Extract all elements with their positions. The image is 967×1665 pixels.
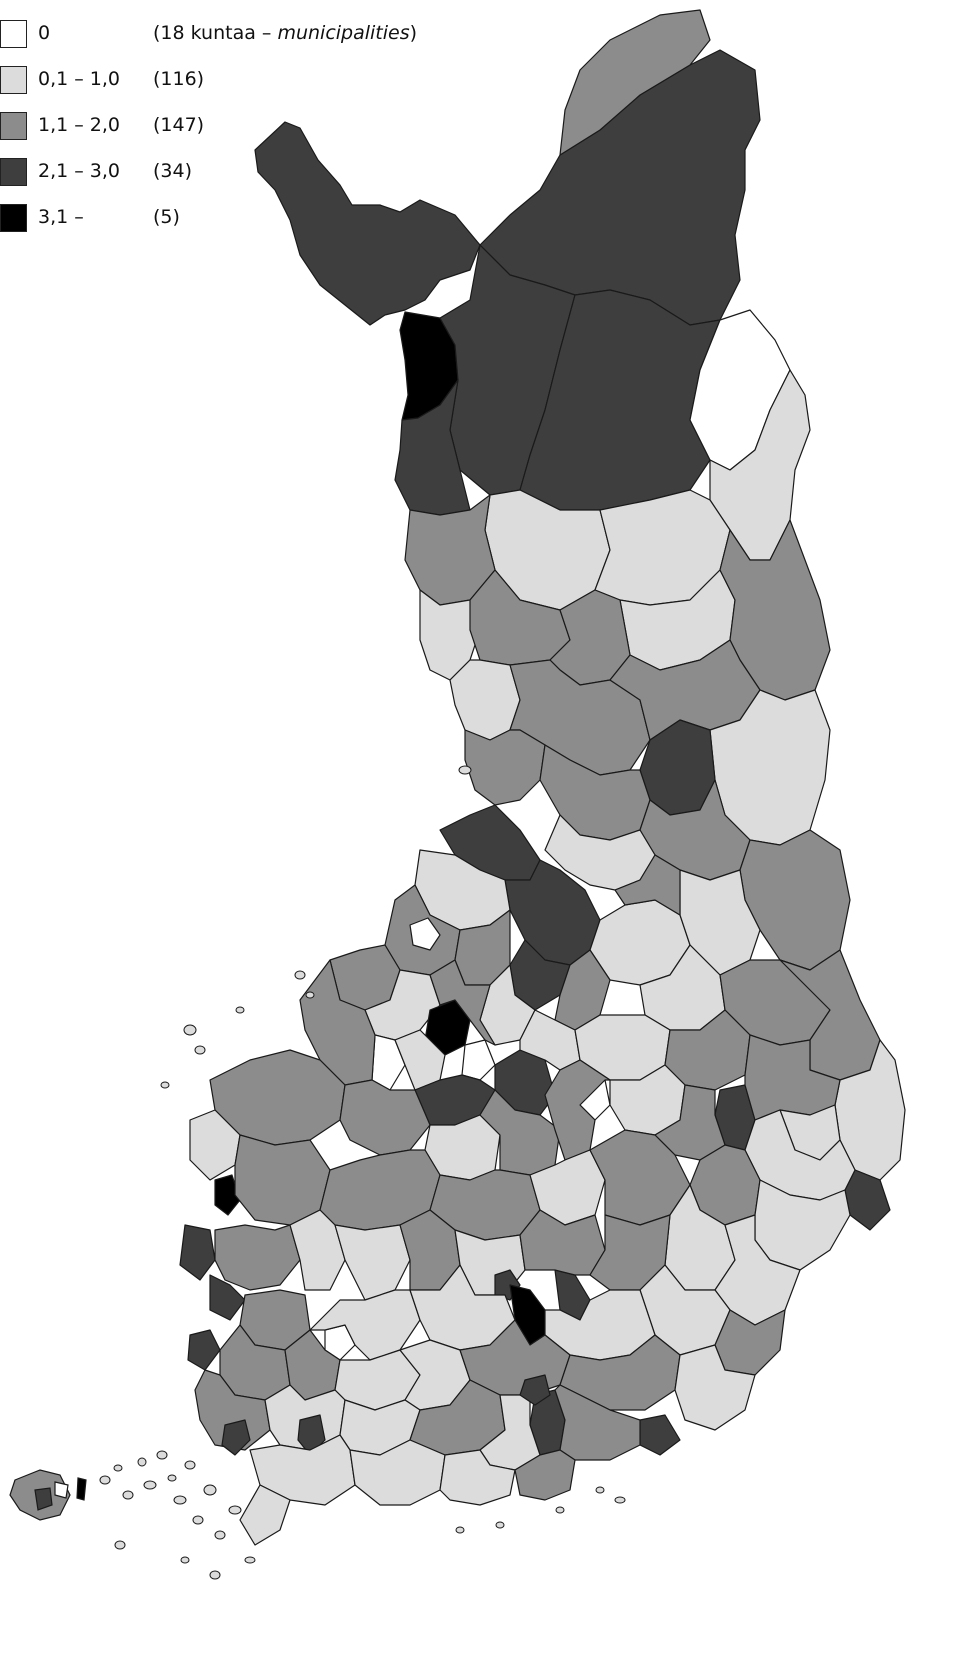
region-white-p — [461, 1039, 496, 1081]
region-medium-ca — [194, 1369, 271, 1451]
region-dark-bq — [187, 1329, 221, 1371]
islet — [167, 1474, 177, 1482]
aland-islands — [9, 1469, 87, 1521]
region-aland-white — [54, 1481, 69, 1499]
legend-count-2: (147) — [153, 114, 205, 136]
region-dark-cg — [221, 1419, 251, 1456]
legend-item-3: 2,1 – 3,0 (34) — [0, 158, 420, 188]
legend-swatch-3 — [0, 158, 27, 186]
region-medium-ai — [339, 1079, 431, 1156]
legend-item-4: 3,1 – (5) — [0, 204, 420, 234]
legend-range-3: 2,1 – 3,0 — [38, 160, 121, 182]
islet — [458, 765, 472, 775]
legend-count-3: (34) — [153, 160, 193, 182]
islet — [192, 1515, 204, 1525]
islet — [244, 1556, 256, 1564]
islet — [194, 1045, 206, 1055]
islet — [228, 1505, 242, 1515]
region-medium-ak — [479, 1089, 561, 1176]
region-black-ag — [214, 1174, 241, 1216]
region-medium-v — [299, 959, 376, 1086]
region-oulu-light — [449, 659, 521, 741]
region-dark-bz — [639, 1414, 681, 1456]
region-dark-ax — [179, 1224, 216, 1281]
region-utsjoki — [559, 9, 711, 156]
region-dark-ad — [844, 1169, 891, 1231]
region-white-g — [409, 917, 441, 951]
islet — [555, 1506, 565, 1514]
region-dark-ba — [209, 1274, 246, 1321]
region-light-cn — [239, 1484, 291, 1546]
region-light-bc — [334, 1224, 411, 1301]
islet — [495, 1521, 505, 1529]
region-light-bn — [309, 1289, 421, 1361]
islet — [614, 1496, 626, 1504]
region-dark-cm — [519, 1374, 551, 1406]
islet — [184, 1460, 196, 1470]
region-aland-dark — [34, 1487, 53, 1511]
region-enontekio — [254, 121, 481, 326]
legend-swatch-0 — [0, 20, 27, 48]
region-kittila — [394, 379, 471, 516]
islet — [180, 1556, 190, 1564]
islet — [595, 1486, 605, 1494]
legend-swatch-2 — [0, 112, 27, 140]
legend-count-1: (116) — [153, 68, 205, 90]
islet — [294, 970, 306, 980]
legend-count-4: (5) — [153, 206, 180, 228]
islet — [235, 1006, 245, 1014]
islet — [156, 1450, 168, 1460]
islet — [114, 1540, 126, 1550]
legend-item-1: 0,1 – 1,0 (116) — [0, 66, 420, 96]
region-raahe — [464, 729, 546, 806]
archipelago-islands — [99, 765, 626, 1580]
islet — [173, 1495, 187, 1505]
legend-range-1: 0,1 – 1,0 — [38, 68, 121, 90]
region-medium-s — [429, 959, 496, 1046]
legend-swatch-1 — [0, 66, 27, 94]
islet — [122, 1490, 134, 1500]
region-aland-black — [76, 1477, 87, 1501]
legend-range-2: 1,1 – 2,0 — [38, 114, 121, 136]
islet — [160, 1081, 170, 1089]
legend-count-0: (18 kuntaa – municipalities) — [153, 22, 418, 44]
islet — [203, 1484, 217, 1496]
islet — [143, 1480, 157, 1490]
islet — [137, 1457, 147, 1467]
islet — [214, 1530, 226, 1540]
region-medium-al — [544, 1059, 611, 1161]
islet — [99, 1475, 111, 1485]
legend-item-2: 1,1 – 2,0 (147) — [0, 112, 420, 142]
islet — [113, 1464, 123, 1472]
legend-item-0: 0 (18 kuntaa – municipalities) — [0, 20, 420, 50]
islet — [305, 991, 315, 999]
region-medium-cf — [554, 1384, 641, 1461]
region-light-by — [674, 1344, 756, 1431]
region-light-ck — [439, 1449, 516, 1506]
region-medium-ay — [214, 1224, 301, 1291]
legend-range-0: 0 — [38, 22, 51, 44]
islet — [183, 1024, 197, 1036]
region-medium-cl — [514, 1449, 576, 1501]
region-light-c — [679, 869, 761, 976]
region-medium-d — [614, 854, 681, 916]
legend-range-4: 3,1 – — [38, 206, 84, 228]
islet — [209, 1570, 221, 1580]
islet — [455, 1526, 465, 1534]
legend-swatch-4 — [0, 204, 27, 232]
region-nurmes — [739, 829, 851, 971]
